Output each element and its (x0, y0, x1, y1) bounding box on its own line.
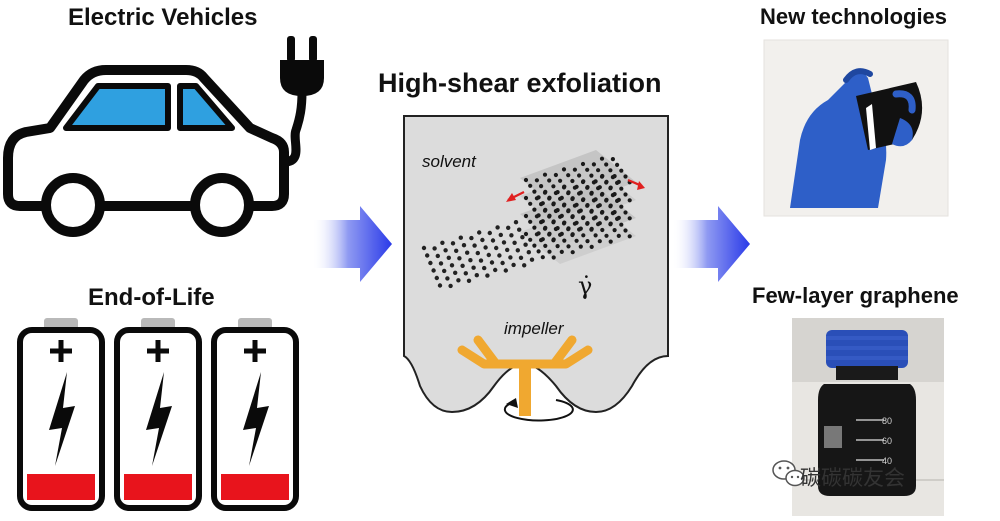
lightning-icon (146, 372, 172, 466)
shear-arrows (506, 178, 645, 202)
battery-icon (17, 318, 105, 511)
battery-icon (114, 318, 202, 511)
process-arrow-right (672, 206, 750, 282)
battery-low-charge (221, 474, 289, 500)
graphene-dispersion-bottle-photo (792, 318, 944, 516)
impeller-icon (457, 335, 593, 416)
car-icon (3, 65, 289, 237)
solvent-label: solvent (422, 152, 477, 171)
lightning-icon (49, 372, 75, 466)
graphene-monolayer (421, 220, 535, 289)
battery-low-charge (124, 474, 192, 500)
wechat-icon (772, 460, 805, 487)
graphene-stack (520, 150, 636, 264)
battery-icon (211, 318, 299, 511)
flexible-film-photo (763, 39, 949, 217)
few-layer-graphene-title: Few-layer graphene (752, 283, 959, 308)
car-wheel-rear (190, 173, 254, 237)
end-of-life-title: End-of-Life (88, 284, 215, 311)
watermark: 碳碳碳友会 (800, 466, 905, 490)
battery-low-charge (27, 474, 95, 500)
impeller-label: impeller (504, 319, 565, 338)
battery-group (17, 318, 299, 511)
plug-icon (279, 36, 324, 167)
process-arrow-left (312, 206, 392, 282)
bottle-mark-40: 40 (882, 456, 892, 466)
high-shear-exfoliation-title: High-shear exfoliation (378, 68, 662, 98)
bottle-mark-80: 80 (882, 416, 892, 426)
car-wheel-front (41, 173, 105, 237)
shear-rate-symbol: γ̇ (578, 272, 592, 300)
lightning-icon (243, 372, 269, 466)
new-technologies-title: New technologies (760, 4, 948, 29)
rotation-arrow-icon (503, 398, 574, 422)
bottle-mark-60: 60 (882, 436, 892, 446)
electric-vehicles-title: Electric Vehicles (68, 4, 258, 31)
